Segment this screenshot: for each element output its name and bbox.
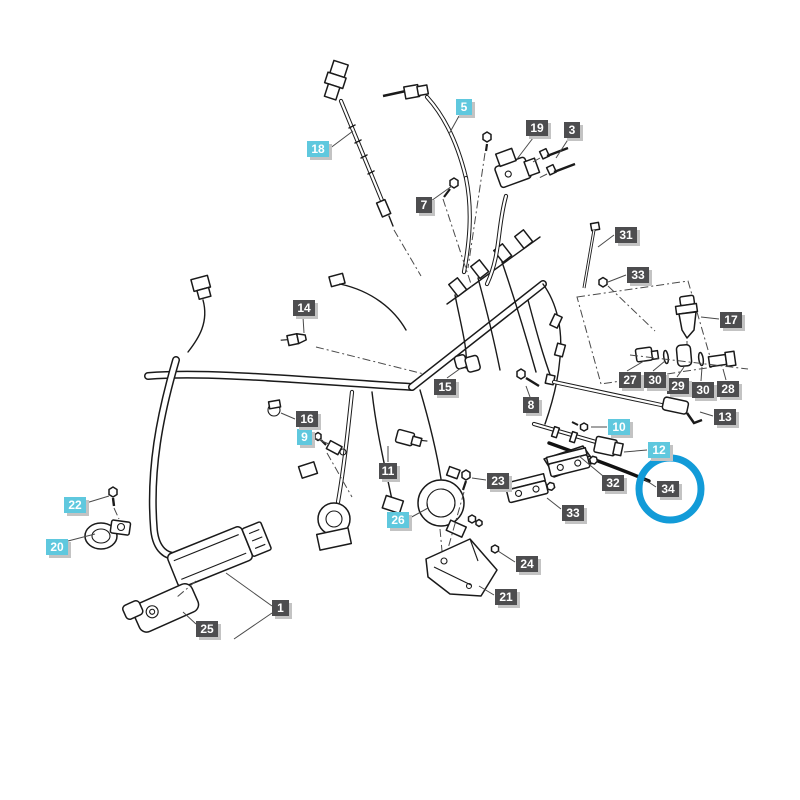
main-harness-trunk [144,280,547,561]
part-24-nuts [475,518,500,554]
part-label-16[interactable]: 16 [296,411,318,427]
part-17-sensor [674,294,699,358]
part-label-33b[interactable]: 33 [562,505,584,521]
part-label-24[interactable]: 24 [516,556,538,572]
part-label-10[interactable]: 10 [608,419,630,435]
part-label-15[interactable]: 15 [434,379,456,395]
part-label-12[interactable]: 12 [648,442,670,458]
part-31-rod [582,221,601,289]
part-label-30a[interactable]: 30 [644,372,666,388]
part-33-bracket-upper [545,447,599,478]
part-27-plug [634,346,660,363]
part-label-17[interactable]: 17 [720,312,742,328]
part-label-5[interactable]: 5 [456,99,472,115]
part-16-clamp [267,399,282,417]
part-label-33a[interactable]: 33 [627,267,649,283]
part-7-bolt [442,177,473,288]
part-label-30b[interactable]: 30 [692,382,714,398]
part-15-grommet [453,354,481,373]
part-5-cable [382,83,472,275]
leader-lines [67,115,727,640]
part-8-bolt [516,368,540,388]
part-label-18[interactable]: 18 [307,141,329,157]
part-20-clamp [84,519,132,550]
part-label-25[interactable]: 25 [196,621,218,637]
part-label-32[interactable]: 32 [602,475,624,491]
part-13-cable [544,373,703,425]
part-label-21[interactable]: 21 [495,589,517,605]
part-label-28[interactable]: 28 [717,381,739,397]
part-30a-washer [662,349,670,365]
part-label-22[interactable]: 22 [64,497,86,513]
part-label-19[interactable]: 19 [526,120,548,136]
part-12-cable [531,421,624,457]
part-label-20[interactable]: 20 [46,539,68,555]
part-label-34[interactable]: 34 [657,481,679,497]
fittings-axis-line [629,354,749,370]
part-label-26[interactable]: 26 [387,512,409,528]
part-10-screw [571,421,589,432]
harness-branch-connector [187,272,407,353]
part-label-23[interactable]: 23 [487,473,509,489]
part-label-11[interactable]: 11 [379,463,397,479]
part-30b-washer [697,351,705,367]
part-label-27[interactable]: 27 [619,372,641,388]
part-label-3[interactable]: 3 [564,122,580,138]
part-label-31[interactable]: 31 [615,227,637,243]
part-label-14[interactable]: 14 [293,300,315,316]
part-label-29[interactable]: 29 [667,378,689,394]
part-label-9[interactable]: 9 [297,429,312,445]
highlight-circle [635,454,705,524]
part-9-sensor-group [297,431,353,498]
right-branch-wires [527,283,567,425]
part-25-cover [122,580,200,633]
part-1-harness-connector [166,521,272,588]
part-label-8[interactable]: 8 [523,397,539,413]
part-26-horn [417,465,477,538]
part-21-bracket [425,528,498,597]
part-28-fitting [707,350,737,368]
part-18-cable [323,59,422,277]
part-23-bolt [446,469,471,553]
mounting-bolt [467,131,492,269]
part-29-cylinder [675,344,693,367]
part-label-7[interactable]: 7 [416,197,432,213]
part-11-sensor [394,428,428,448]
part-label-1[interactable]: 1 [272,600,289,616]
part-33-bolt [598,276,656,332]
part-14-sensor [280,332,425,375]
part-3-bolts [530,146,576,180]
part-19-sensor [484,147,541,287]
part-22-bolt [108,486,120,520]
center-branch [315,389,442,551]
part-label-13[interactable]: 13 [714,409,736,425]
